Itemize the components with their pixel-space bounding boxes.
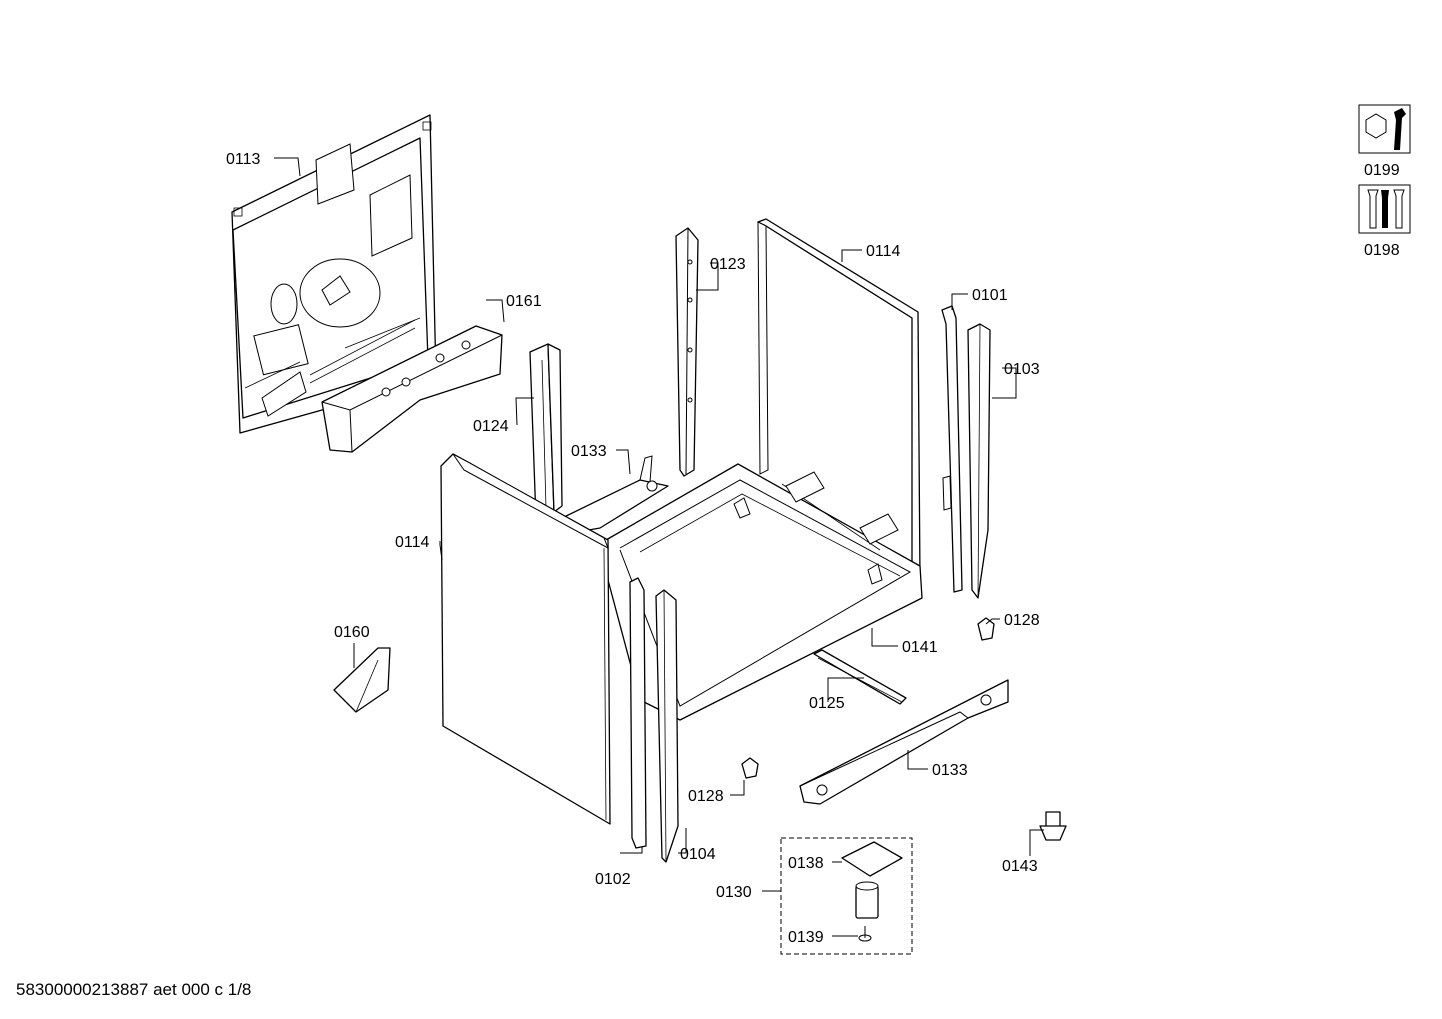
leader-lines: [274, 157, 1044, 937]
label-0102: 0102: [595, 871, 631, 888]
part-0114-right-side-panel[interactable]: [757, 218, 921, 581]
label-0124: 0124: [473, 418, 509, 435]
label-0133: 0133: [932, 762, 968, 779]
label-0139: 0139: [788, 929, 824, 946]
label-0141: 0141: [902, 639, 938, 656]
part-0102-upright[interactable]: [629, 577, 647, 849]
screws-icon[interactable]: [1358, 184, 1411, 234]
part-0141-tray[interactable]: [605, 463, 923, 721]
label-0138: 0138: [788, 855, 824, 872]
part-0138-plate: [841, 841, 903, 877]
part-0101-upright[interactable]: [941, 305, 963, 593]
part-0123-bracket[interactable]: [675, 227, 699, 477]
part-0104-upright[interactable]: [655, 589, 679, 863]
part-0114-left-side-panel[interactable]: [440, 453, 611, 825]
label-0198: 0198: [1364, 242, 1400, 259]
label-0128: 0128: [1004, 612, 1040, 629]
document-footer: 58300000213887 aet 000 c 1/8: [16, 980, 252, 999]
part-0125-rail[interactable]: [813, 649, 907, 705]
label-0160: 0160: [334, 624, 370, 641]
label-0128: 0128: [688, 788, 724, 805]
part-0143-foot[interactable]: [1039, 811, 1067, 841]
label-0114: 0114: [395, 534, 430, 551]
part-0130-foot-kit[interactable]: [780, 837, 913, 955]
label-0101: 0101: [972, 287, 1008, 304]
label-0123: 0123: [710, 256, 746, 273]
part-0139-foot: [855, 881, 879, 919]
tools-wrench-icon[interactable]: [1358, 104, 1411, 154]
label-0125: 0125: [809, 695, 845, 712]
label-0133: 0133: [571, 443, 607, 460]
label-0114: 0114: [866, 243, 901, 260]
part-0139-screw: [858, 926, 872, 942]
label-0143: 0143: [1002, 858, 1038, 875]
part-0103-upright[interactable]: [967, 323, 991, 599]
label-0103: 0103: [1004, 361, 1040, 378]
part-0128-clip-left[interactable]: [741, 757, 759, 779]
label-0161: 0161: [506, 293, 542, 310]
label-0113: 0113: [226, 151, 261, 168]
part-0133-bottom-rail[interactable]: [799, 679, 1009, 805]
part-0124-upright[interactable]: [529, 343, 563, 521]
label-0199: 0199: [1364, 162, 1400, 179]
part-0128-clip-right[interactable]: [977, 617, 995, 641]
part-0113-back-panel[interactable]: [231, 114, 437, 434]
part-0161-duct[interactable]: [321, 325, 503, 453]
label-0130: 0130: [716, 884, 752, 901]
part-0160-bracket[interactable]: [333, 647, 391, 713]
label-0104: 0104: [680, 846, 716, 863]
part-labels: 0113 0161 0124 0133 0123 0114 0114 0101 …: [226, 151, 1400, 946]
